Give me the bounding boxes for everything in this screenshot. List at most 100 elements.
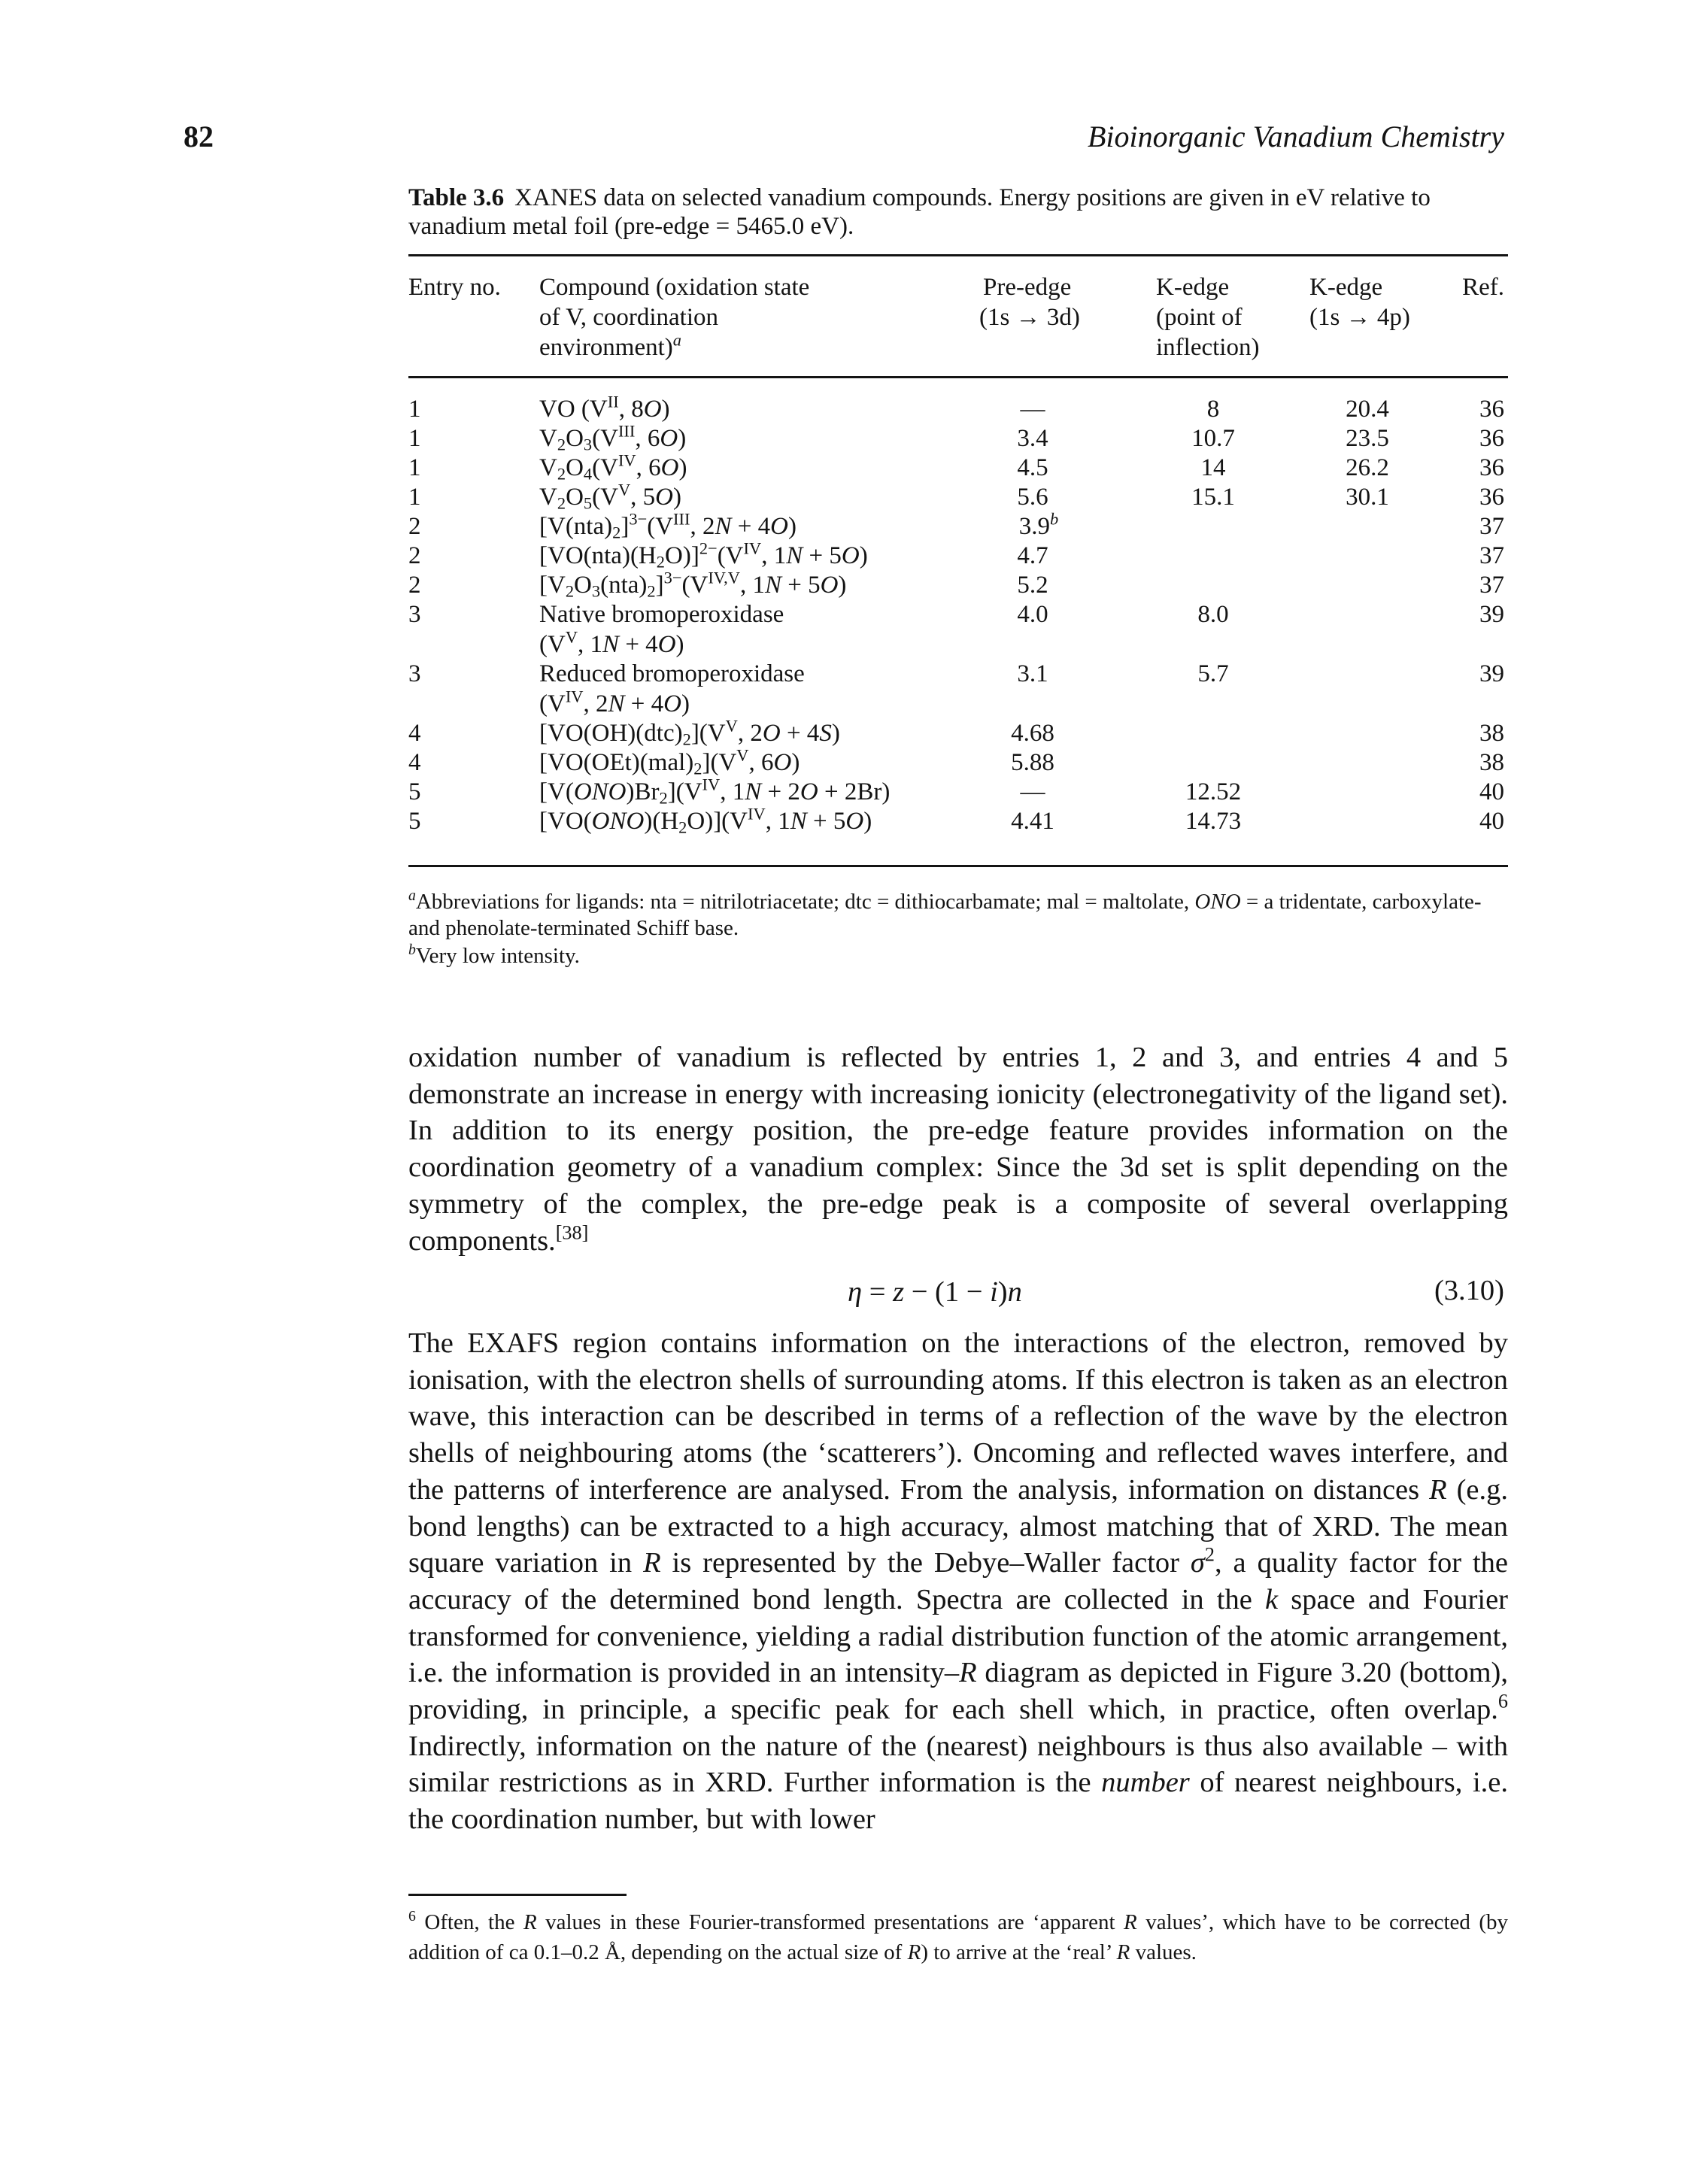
cell-compound: [V2O3(nta)2]3−(VIV,V, 1N + 5O) [539,568,847,601]
cell-compound: [VO(OEt)(mal)2](VV, 6O) [539,745,800,778]
cell-compound: [V(nta)2]3−(VIII, 2N + 4O) [539,509,797,542]
cell-preedge: 3.4 [1017,425,1048,452]
cell-compound: [VO(OH)(dtc)2](VV, 2O + 4S) [539,716,840,749]
cell-kedge-inflection: 14 [1200,454,1226,481]
header-kedge-4p: K-edge (1s → 4p) [1309,272,1410,332]
cell-ref: 36 [1479,396,1504,423]
cell-entry: 2 [408,542,421,569]
cell-preedge: 4.68 [1011,720,1054,747]
preedge-footnote-marker: b [1050,509,1059,529]
cell-preedge: — [1020,778,1045,805]
header-kedge1-line2: (point of [1156,304,1243,331]
cell-preedge: — [1020,396,1045,423]
cell-kedge-inflection: 14.73 [1185,808,1242,835]
cell-compound: [VO(nta)(H2O)]2−(VIV, 1N + 5O) [539,538,868,572]
cell-compound: [VO(ONO)(H2O)](VIV, 1N + 5O) [539,804,872,837]
page-footnote: 6 Often, the R values in these Fourier-t… [408,1908,1508,1964]
cell-entry: 2 [408,572,421,599]
cell-compound: Native bromoperoxidase(VV, 1N + 4O) [539,601,784,658]
header-kedge1-line1: K-edge [1156,274,1230,301]
cell-ref: 36 [1479,425,1504,452]
preedge-value: 3.9 [1018,513,1051,540]
cell-preedge: 4.7 [1017,542,1048,569]
header-kedge2-line1: K-edge [1309,274,1383,301]
cell-ref: 38 [1479,720,1504,747]
cell-preedge: 4.0 [1017,601,1048,628]
cell-preedge: 4.41 [1011,808,1054,835]
header-preedge: Pre-edge (1s → 3d) [979,272,1080,332]
cell-kedge-inflection: 5.7 [1197,660,1229,687]
cell-compound: [V(ONO)Br2](VIV, 1N + 2O + 2Br) [539,775,891,808]
cell-compound: Reduced bromoperoxidase(VIV, 2N + 4O) [539,660,805,717]
cell-kedge-inflection: 8.0 [1197,601,1229,628]
cell-entry: 1 [408,484,421,511]
header-compound-line3: environment)a [539,332,809,362]
cell-ref: 39 [1479,660,1504,687]
equation: η = z − (1 − i)n [848,1276,1022,1308]
cell-compound: VO (VII, 8O) [539,392,670,423]
header-preedge-line1: Pre-edge [983,274,1072,301]
cell-ref: 36 [1479,454,1504,481]
cell-ref: 37 [1479,572,1504,599]
cell-entry: 2 [408,513,421,540]
cell-compound: V2O5(VV, 5O) [539,480,682,513]
cell-compound: V2O4(VIV, 6O) [539,450,687,484]
cell-preedge: 5.2 [1017,572,1048,599]
cell-compound: V2O3(VIII, 6O) [539,421,687,454]
footnote-rule [408,1894,627,1896]
cell-kedge-4p: 26.2 [1346,454,1389,481]
cell-ref: 40 [1479,778,1504,805]
cell-preedge: 4.5 [1017,454,1048,481]
cell-entry: 4 [408,749,421,776]
body-paragraph-1: oxidation number of vanadium is reflecte… [408,1042,1508,1257]
cell-kedge-4p: 20.4 [1346,396,1389,423]
cell-kedge-4p: 30.1 [1346,484,1389,511]
body-paragraph-2: The EXAFS region contains information on… [408,1327,1508,1836]
table-bottom-rule [408,865,1508,867]
cell-entry: 5 [408,778,421,805]
header-compound-line2: of V, coordination [539,304,719,331]
cell-preedge: 3.9b [991,511,1080,541]
header-preedge-line2: (1s → 3d) [979,304,1080,331]
cell-preedge: 5.88 [1011,749,1054,776]
cell-ref: 37 [1479,513,1504,540]
equation-number: (3.10) [1434,1275,1504,1306]
cell-entry: 5 [408,808,421,835]
header-kedge1-line3: inflection) [1156,334,1260,361]
cell-ref: 36 [1479,484,1504,511]
cell-preedge: 3.1 [1017,660,1048,687]
table-footnote-b: bVery low intensity. [408,942,580,968]
cell-preedge: 5.6 [1017,484,1048,511]
header-compound: Compound (oxidation state of V, coordina… [539,272,809,362]
cell-entry: 4 [408,720,421,747]
header-compound-line1: Compound (oxidation state [539,274,810,301]
cell-kedge-inflection: 12.52 [1185,778,1242,805]
header-kedge2-line2: (1s → 4p) [1309,304,1410,331]
header-compound-line3-text: environment) [539,334,673,361]
cell-entry: 1 [408,396,421,423]
cell-entry: 3 [408,601,421,628]
cell-ref: 40 [1479,808,1504,835]
table-top-rule [408,254,1508,256]
cell-ref: 37 [1479,542,1504,569]
table-label: Table 3.6 [408,184,505,211]
cell-entry: 3 [408,660,421,687]
table-caption-text: XANES data on selected vanadium compound… [408,184,1431,240]
cell-ref: 39 [1479,601,1504,628]
cell-kedge-inflection: 15.1 [1191,484,1235,511]
cell-entry: 1 [408,454,421,481]
header-ref: Ref. [1462,274,1504,301]
header-entry: Entry no. [408,274,501,301]
running-head: Bioinorganic Vanadium Chemistry [1087,120,1504,153]
page-number: 82 [184,120,214,153]
cell-kedge-4p: 23.5 [1346,425,1389,452]
cell-ref: 38 [1479,749,1504,776]
header-kedge-inflection: K-edge (point of inflection) [1156,272,1259,362]
cell-kedge-inflection: 10.7 [1191,425,1235,452]
table-footnote-a: aAbbreviations for ligands: nta = nitril… [408,887,1482,940]
cell-entry: 1 [408,425,421,452]
table-header-rule [408,376,1508,378]
cell-kedge-inflection: 8 [1206,396,1220,423]
header-compound-footnote-marker: a [672,330,681,350]
